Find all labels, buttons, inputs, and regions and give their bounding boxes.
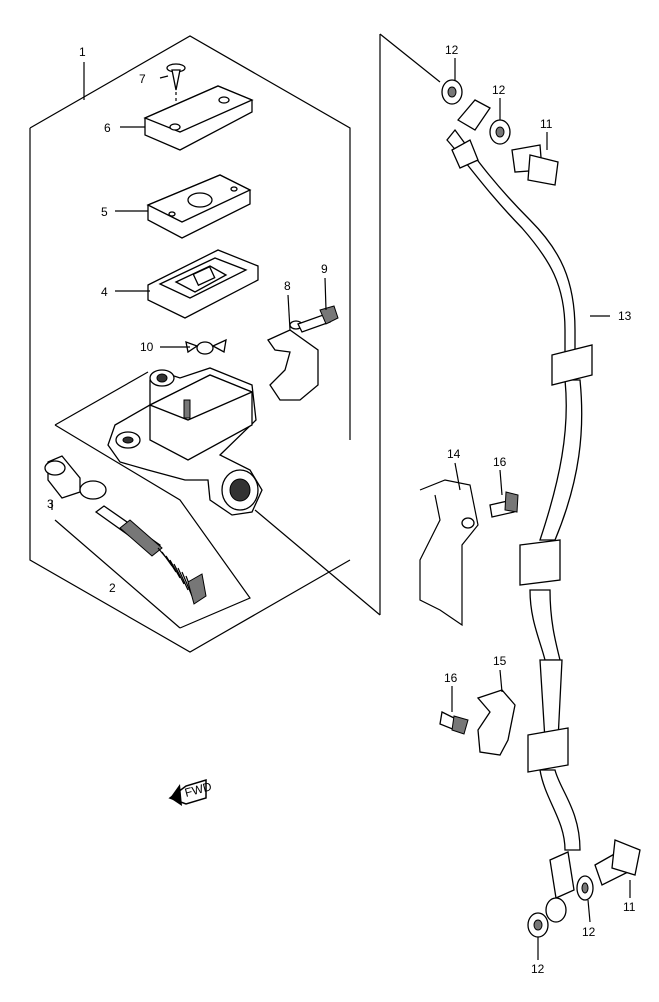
callout-11-bottom: 11	[623, 900, 636, 914]
callout-5: 5	[101, 205, 108, 219]
callout-15: 15	[493, 654, 507, 668]
callout-labels: 1 7 6 5 4 10 8 9 3 2 12 12 11 13 14 16 1…	[47, 43, 636, 976]
callout-16-upper: 16	[493, 455, 507, 469]
piston-kit-part-2	[94, 505, 207, 605]
fwd-label: FWD	[183, 779, 213, 800]
leader-lines	[51, 58, 631, 960]
assembly-box	[29, 33, 441, 653]
clamp-part-8	[267, 320, 319, 401]
master-cylinder-body	[107, 367, 263, 516]
callout-12-bottom-right: 12	[582, 925, 596, 939]
callout-6: 6	[104, 121, 111, 135]
washers-part-12	[441, 79, 594, 938]
bolt-part-9	[297, 305, 339, 333]
callout-12-top-left: 12	[445, 43, 459, 57]
callout-12-top-right: 12	[492, 83, 506, 97]
banjo-bolts-part-11	[511, 144, 641, 886]
fwd-arrow-icon: FWD	[168, 778, 213, 806]
boot-part-3	[44, 455, 107, 500]
callout-10: 10	[140, 340, 154, 354]
bracket-part-14	[419, 479, 479, 627]
callout-3: 3	[47, 497, 54, 511]
callout-14: 14	[447, 447, 461, 461]
clamp-part-15	[476, 689, 516, 756]
brake-hose-part-13	[446, 99, 593, 923]
wing-nut-part-10	[185, 338, 227, 355]
callout-16-lower: 16	[444, 671, 458, 685]
callout-4: 4	[101, 285, 108, 299]
callout-12-bottom: 12	[531, 962, 545, 976]
callout-13: 13	[618, 309, 632, 323]
callout-8: 8	[284, 279, 291, 293]
callout-11-top: 11	[540, 117, 553, 131]
callout-7: 7	[139, 72, 146, 86]
diaphragm-plate-part-5	[146, 174, 252, 239]
callout-2: 2	[109, 581, 116, 595]
callout-9: 9	[321, 262, 328, 276]
callout-1: 1	[79, 45, 86, 59]
screw-part-7	[166, 63, 186, 128]
bolts-part-16	[439, 491, 519, 735]
diaphragm-part-4	[147, 249, 259, 319]
reservoir-cap-part-6	[143, 85, 254, 151]
